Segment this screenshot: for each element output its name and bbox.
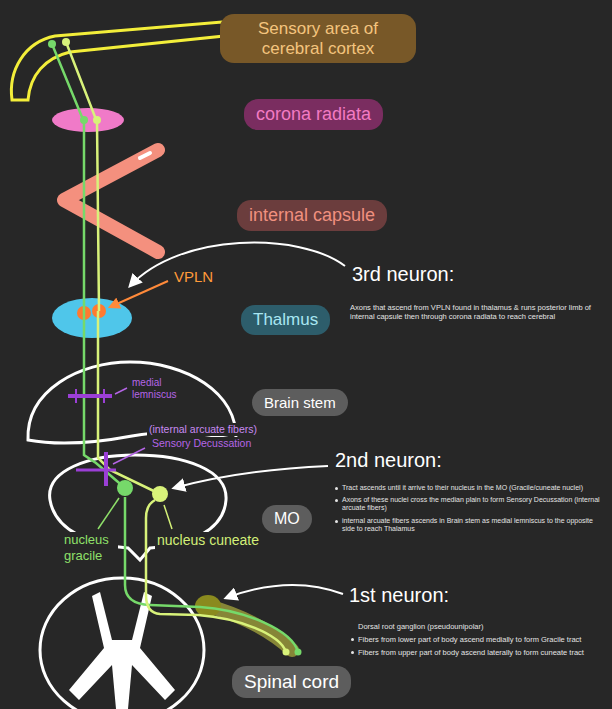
- nucleus-gracile-dot: [117, 480, 133, 496]
- bullet-dot: [335, 520, 338, 523]
- callout-arrow: [174, 466, 328, 488]
- capsule-mark: [140, 153, 150, 158]
- leader-line: [164, 505, 172, 529]
- callout-arrow: [130, 243, 345, 286]
- fiber-dot: [48, 40, 56, 48]
- region-box: Spinal cord: [232, 666, 351, 698]
- region-name: Brain stem: [264, 394, 336, 411]
- note-bullet: internal arcuate fibers ascends in Brain…: [340, 517, 608, 534]
- corona-radiata-shape: [52, 108, 124, 132]
- leader-line: [98, 498, 119, 529]
- fiber-dot: [62, 38, 70, 46]
- note-bullet: Fibers from lower part of body ascend me…: [356, 635, 610, 644]
- medial-lemniscus-bar: [68, 394, 112, 398]
- structure-label: (internal arcuate fibers): [147, 423, 259, 436]
- bullet-dot: [351, 651, 354, 654]
- region-name: corona radiata: [256, 104, 371, 125]
- third-order-fiber: [52, 44, 84, 313]
- cortex-outline: [11, 22, 228, 100]
- region-box: Brain stem: [252, 389, 348, 416]
- leader-line: [115, 388, 127, 394]
- fiber-dot: [93, 116, 101, 124]
- bullet-dot: [335, 499, 338, 502]
- neuron-heading: 3rd neuron:: [350, 262, 456, 286]
- structure-label: Sensory Decussation: [150, 437, 253, 450]
- neuron-heading: 2nd neuron:: [333, 448, 444, 472]
- structure-label: medial lemniscus: [130, 377, 190, 401]
- bullet-dot: [351, 638, 354, 641]
- region-name: Sensory area of cerebral cortex: [232, 19, 404, 58]
- lemniscus-tick: [103, 389, 105, 403]
- grey-matter: [69, 592, 175, 709]
- note-text: Axons that ascend from VPLN found in tha…: [348, 303, 608, 321]
- note-bullet: Axons of these nuclei cross the median p…: [340, 496, 608, 513]
- fiber-end: [295, 649, 302, 656]
- region-box: Thalmus: [241, 305, 330, 335]
- note-bullet: Fibers from upper part of body ascend la…: [356, 648, 610, 657]
- region-box: MO: [262, 505, 312, 533]
- fiber-end: [283, 649, 290, 656]
- decussation-bar: [76, 469, 116, 472]
- nucleus-cuneate-dot: [152, 486, 168, 502]
- region-box: corona radiata: [244, 99, 383, 130]
- fiber-dot: [80, 116, 88, 124]
- internal-capsule-shape: [64, 150, 158, 252]
- region-name: internal capsule: [249, 205, 375, 226]
- region-box: Sensory area of cerebral cortex: [220, 14, 416, 63]
- structure-label: nucleus cuneate: [155, 532, 261, 549]
- structure-label: nucleus gracile: [62, 532, 118, 563]
- third-order-fiber: [66, 42, 99, 311]
- region-name: MO: [274, 510, 300, 528]
- second-order-fiber: [98, 311, 160, 494]
- callout-arrow: [226, 585, 343, 598]
- lemniscus-tick: [75, 389, 77, 403]
- thalamus-shape: [52, 298, 132, 338]
- neuron-heading: 1st neuron:: [347, 583, 451, 607]
- region-box: internal capsule: [237, 200, 387, 231]
- note-text: Dorsal root ganglion (pseudounipolar): [356, 622, 610, 631]
- region-name: Spinal cord: [244, 671, 339, 693]
- note-bullet: Tract ascends until it arrive to their n…: [340, 484, 608, 492]
- bullet-dot: [335, 487, 338, 490]
- leader-line: [113, 448, 145, 464]
- structure-label: VPLN: [172, 268, 215, 286]
- spinal-cord-outline: [40, 578, 204, 709]
- vpln-pointer: [110, 281, 168, 307]
- region-name: Thalmus: [253, 310, 318, 330]
